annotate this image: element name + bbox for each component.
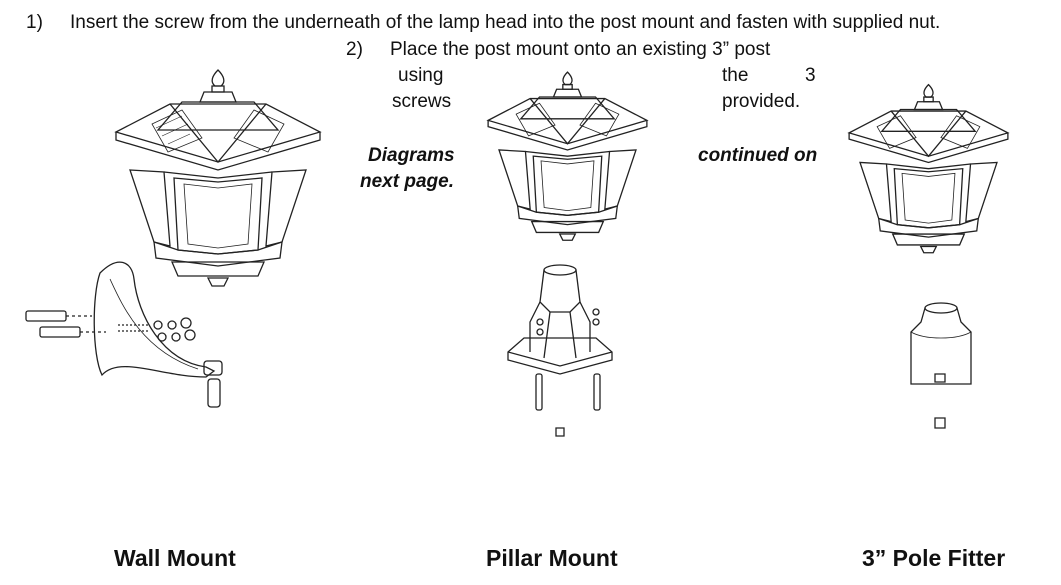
step-2-word-using: using bbox=[398, 65, 444, 86]
caption-wall-mount: Wall Mount bbox=[114, 545, 236, 571]
step-2-word-provided: provided. bbox=[722, 91, 801, 112]
step-1-text: Insert the screw from the underneath of … bbox=[70, 12, 941, 33]
note-next-page: next page. bbox=[360, 171, 454, 192]
lamp-head-illustration-pole bbox=[846, 66, 1011, 276]
lamp-head-illustration-wall bbox=[112, 66, 324, 296]
wall-mount-bracket-illustration bbox=[22, 255, 237, 415]
step-2-word-screws: screws bbox=[392, 91, 452, 112]
caption-pole-fitter: 3” Pole Fitter bbox=[862, 545, 1006, 571]
step-1-number: 1) bbox=[26, 12, 43, 33]
pole-fitter-illustration bbox=[905, 300, 977, 430]
note-continued-on: continued on bbox=[698, 145, 818, 166]
pillar-mount-illustration bbox=[500, 262, 620, 442]
step-2-number: 2) bbox=[346, 39, 363, 60]
note-diagrams: Diagrams bbox=[368, 145, 455, 166]
step-2-word-the: the bbox=[722, 65, 749, 86]
lamp-head-illustration-pillar bbox=[485, 66, 650, 251]
step-2-word-3: 3 bbox=[805, 65, 816, 86]
step-2-text-line1: Place the post mount onto an existing 3”… bbox=[390, 39, 771, 60]
caption-pillar-mount: Pillar Mount bbox=[486, 545, 618, 571]
